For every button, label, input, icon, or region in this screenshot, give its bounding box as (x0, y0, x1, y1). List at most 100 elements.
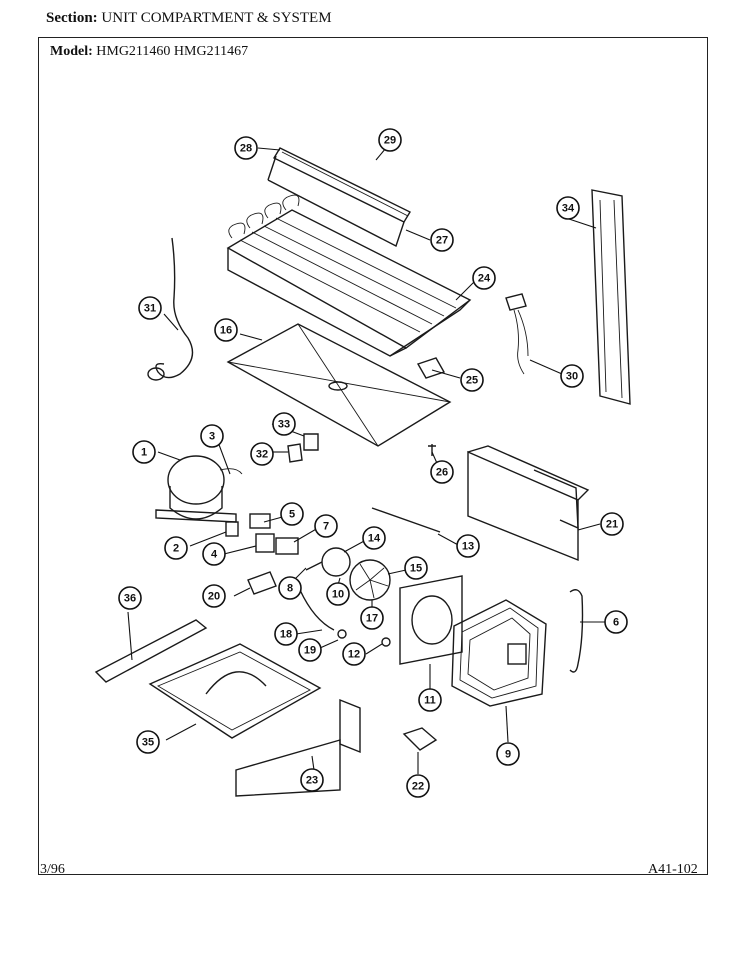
side-panel-part (591, 189, 631, 405)
callout-number: 22 (412, 781, 424, 793)
callout-circle (496, 742, 520, 766)
callout-circle (472, 266, 496, 290)
start-component-part (247, 571, 277, 595)
callout-number: 11 (424, 695, 436, 707)
callout-number: 24 (478, 273, 491, 285)
callout-number: 3 (209, 431, 215, 443)
callout-3: 3 (200, 424, 224, 448)
callout-number: 29 (384, 135, 396, 147)
callout-circle (300, 768, 324, 792)
callout-number: 23 (306, 775, 318, 787)
callout-number: 5 (289, 509, 295, 521)
callout-circle (378, 128, 402, 152)
callout-6: 6 (604, 610, 628, 634)
callout-34: 34 (556, 196, 580, 220)
callout-number: 4 (211, 549, 218, 561)
callout-8: 8 (278, 576, 302, 600)
callout-circle (214, 318, 238, 342)
model-label: Model: (50, 44, 93, 59)
callout-circle (430, 460, 454, 484)
dryer-part (371, 507, 441, 533)
callout-35: 35 (136, 730, 160, 754)
terminal-part (402, 727, 438, 751)
callout-23: 23 (300, 768, 324, 792)
callout-4: 4 (202, 542, 226, 566)
callout-28: 28 (234, 136, 258, 160)
callout-circle (600, 512, 624, 536)
callout-number: 13 (462, 541, 474, 553)
relay-parts (225, 513, 299, 555)
callout-21: 21 (600, 512, 624, 536)
callout-19: 19 (298, 638, 322, 662)
callout-number: 7 (323, 521, 329, 533)
callout-11: 11 (418, 688, 442, 712)
callout-number: 16 (220, 325, 232, 337)
callout-circle (132, 440, 156, 464)
callout-number: 34 (562, 203, 575, 215)
section-title: Section: UNIT COMPARTMENT & SYSTEM (46, 10, 332, 27)
clip-small-part (428, 444, 436, 456)
drain-pan-part (226, 323, 452, 447)
callout-circle (418, 688, 442, 712)
callout-32: 32 (250, 442, 274, 466)
callout-33: 33 (272, 412, 296, 436)
diagram-frame (38, 37, 708, 875)
callout-circle (604, 610, 628, 634)
callout-circle (314, 514, 338, 538)
callout-number: 25 (466, 375, 478, 387)
callout-15: 15 (404, 556, 428, 580)
callout-number: 14 (368, 533, 381, 545)
callout-30: 30 (560, 364, 584, 388)
callout-circle (430, 228, 454, 252)
callout-circle (460, 368, 484, 392)
callout-circle (362, 526, 386, 550)
callout-20: 20 (202, 584, 226, 608)
footer-code: A41-102 (648, 862, 698, 877)
condenser-tube-part (267, 147, 411, 247)
rear-panel-part (235, 698, 361, 797)
callout-number: 12 (348, 649, 360, 661)
callout-number: 33 (278, 419, 290, 431)
callout-13: 13 (456, 534, 480, 558)
callout-1: 1 (132, 440, 156, 464)
callout-circle (200, 424, 224, 448)
bracket-part (416, 357, 446, 379)
callout-circle (138, 296, 162, 320)
bottom-pan-part (148, 643, 322, 739)
callout-circle (456, 534, 480, 558)
callout-number: 21 (606, 519, 618, 531)
callout-number: 19 (304, 645, 316, 657)
callout-24: 24 (472, 266, 496, 290)
callout-number: 31 (144, 303, 156, 315)
callout-circle (136, 730, 160, 754)
cover-part (467, 445, 590, 562)
callout-circle (202, 542, 226, 566)
callout-circle (278, 576, 302, 600)
baffle-part (399, 575, 463, 665)
callout-circle (272, 412, 296, 436)
callout-number: 9 (505, 749, 511, 761)
model-value: HMG211460 HMG211467 (96, 44, 249, 59)
callout-26: 26 (430, 460, 454, 484)
callout-number: 35 (142, 737, 154, 749)
callout-circle (298, 638, 322, 662)
condenser-coil-part (451, 599, 547, 707)
callout-circle (556, 196, 580, 220)
callout-number: 36 (124, 593, 136, 605)
callout-number: 20 (208, 591, 220, 603)
callout-22: 22 (406, 774, 430, 798)
callout-number: 27 (436, 235, 448, 247)
evaporator-part (226, 194, 472, 357)
callout-circle (280, 502, 304, 526)
callout-5: 5 (280, 502, 304, 526)
callout-circle (250, 442, 274, 466)
footer-date: 3/96 (40, 862, 65, 877)
callout-number: 1 (141, 447, 147, 459)
fan-motor-part (299, 547, 391, 647)
callout-29: 29 (378, 128, 402, 152)
callout-circle (234, 136, 258, 160)
callout-number: 6 (613, 617, 619, 629)
model-title: Model: HMG211460 HMG211467 (50, 44, 248, 60)
callout-27: 27 (430, 228, 454, 252)
